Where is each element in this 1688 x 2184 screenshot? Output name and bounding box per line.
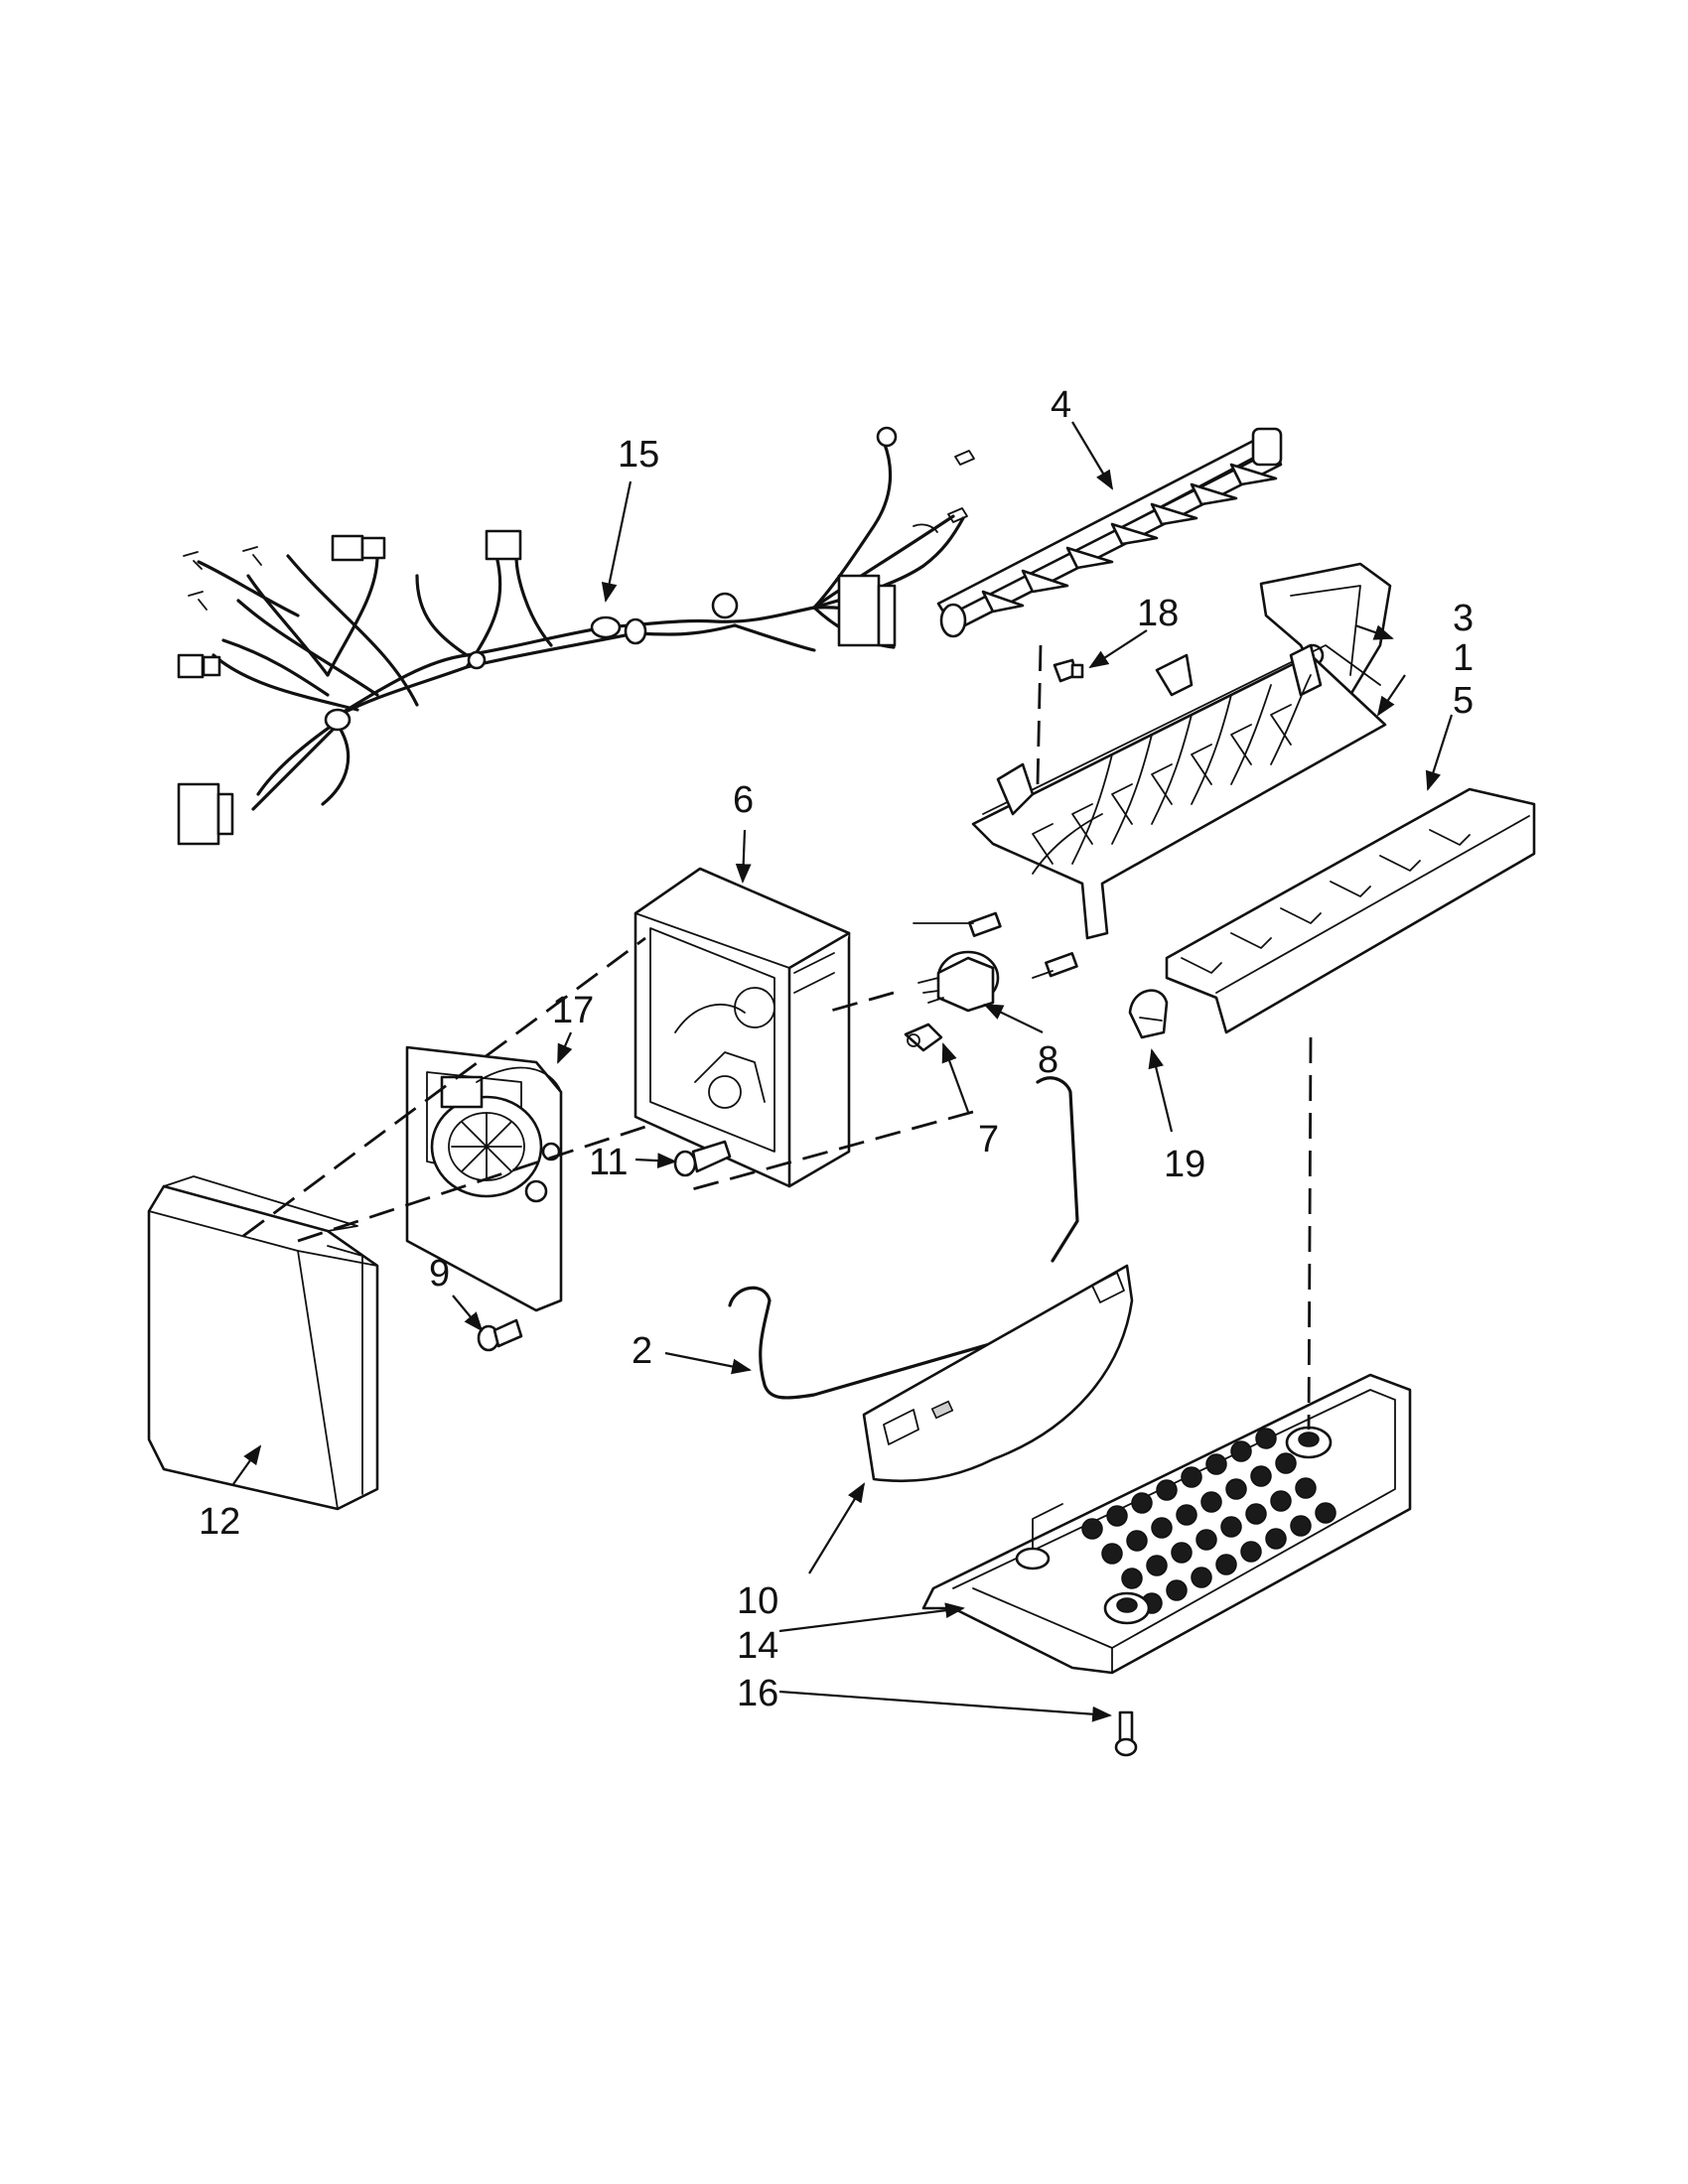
screw-18 (1053, 658, 1084, 683)
callout-17: 17 (552, 990, 594, 1031)
callout-6: 6 (733, 779, 754, 821)
callout-2: 2 (632, 1330, 652, 1372)
wire-clip (904, 1023, 943, 1052)
control-housing (633, 867, 851, 1188)
ejector-blade (936, 427, 1283, 638)
callout-4: 4 (1051, 384, 1071, 426)
screw-16 (1114, 1710, 1138, 1757)
callout-12: 12 (199, 1501, 240, 1543)
ice-mold (971, 643, 1387, 940)
shutoff-arm (728, 1076, 1079, 1400)
mold-heater-terminals (913, 911, 1078, 979)
callout-19: 19 (1164, 1144, 1205, 1185)
callout-14: 14 (737, 1625, 778, 1667)
callout-10: 10 (737, 1580, 778, 1622)
callout-15: 15 (618, 434, 659, 476)
front-cover (147, 1175, 379, 1511)
assembly-lines (242, 644, 1313, 1431)
callout-3: 3 (1453, 598, 1474, 639)
screw-9 (477, 1318, 523, 1352)
thermostat (917, 950, 1000, 1013)
callout-11: 11 (589, 1142, 628, 1183)
callout-16: 16 (737, 1673, 778, 1714)
mounting-base (921, 1373, 1412, 1675)
callout-7: 7 (978, 1119, 999, 1160)
bail-shield (862, 1264, 1134, 1483)
screw-11 (673, 1140, 732, 1177)
callout-1: 1 (1453, 637, 1474, 679)
wire-harness (177, 426, 975, 846)
callout-leaders (232, 421, 1454, 1722)
clip-19 (1128, 989, 1169, 1039)
callout-8: 8 (1038, 1039, 1058, 1081)
ice-stripper (1165, 787, 1536, 1034)
callout-labels: 4 15 3 1 5 18 6 8 7 19 17 11 9 2 12 10 1… (199, 384, 1474, 1714)
callout-9: 9 (429, 1253, 450, 1295)
base-pegs (1081, 1428, 1336, 1614)
callout-18: 18 (1137, 593, 1179, 634)
callout-5: 5 (1453, 680, 1474, 722)
